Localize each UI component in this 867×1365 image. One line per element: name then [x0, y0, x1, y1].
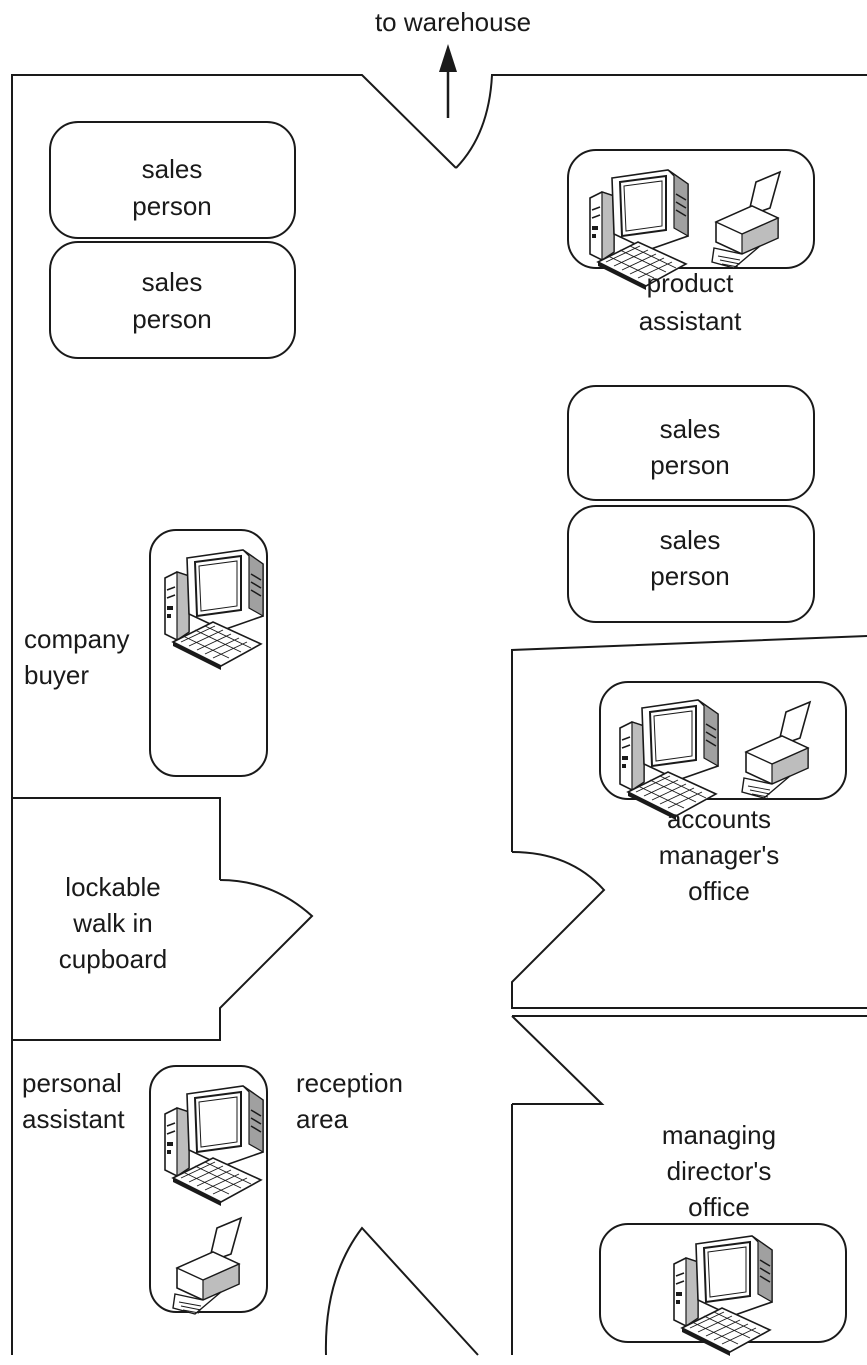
accounts-manager-desk: [599, 681, 847, 821]
room-label: personal: [22, 1068, 122, 1098]
desk-label: sales: [660, 414, 721, 444]
personal-assistant-desk: [149, 1065, 268, 1315]
room-label: office: [688, 876, 750, 906]
room-label: product: [647, 268, 734, 298]
room-label: accounts: [667, 804, 771, 834]
desk-label: person: [650, 450, 730, 480]
room-label: manager's: [659, 840, 780, 870]
desk-label: person: [132, 304, 212, 334]
exit-label: to warehouse: [375, 7, 531, 37]
room-label: director's: [667, 1156, 772, 1186]
desk-label: sales: [660, 525, 721, 555]
sales-desk: sales person: [49, 241, 296, 359]
room-label: cupboard: [59, 944, 167, 974]
sales-desk: sales person: [567, 505, 815, 623]
sales-desk: sales person: [567, 385, 815, 501]
room-label: walk in: [72, 908, 152, 938]
room-label: office: [688, 1192, 750, 1222]
sales-desk: sales person: [49, 121, 296, 239]
room-label: managing: [662, 1120, 776, 1150]
room-label: lockable: [65, 872, 160, 902]
room-label: assistant: [639, 306, 742, 336]
exit-arrow: [439, 44, 457, 118]
room-label: company: [24, 624, 130, 654]
product-assistant-desk: [567, 149, 815, 291]
room-label: reception: [296, 1068, 403, 1098]
room-label: buyer: [24, 660, 89, 690]
walls: [11, 74, 867, 1356]
company-buyer-desk: [149, 529, 268, 777]
desk-label: sales: [142, 154, 203, 184]
managing-director-desk: [599, 1223, 847, 1357]
desk-label: person: [132, 191, 212, 221]
room-label: assistant: [22, 1104, 125, 1134]
desk-label: person: [650, 561, 730, 591]
room-label: area: [296, 1104, 349, 1134]
desk-label: sales: [142, 267, 203, 297]
